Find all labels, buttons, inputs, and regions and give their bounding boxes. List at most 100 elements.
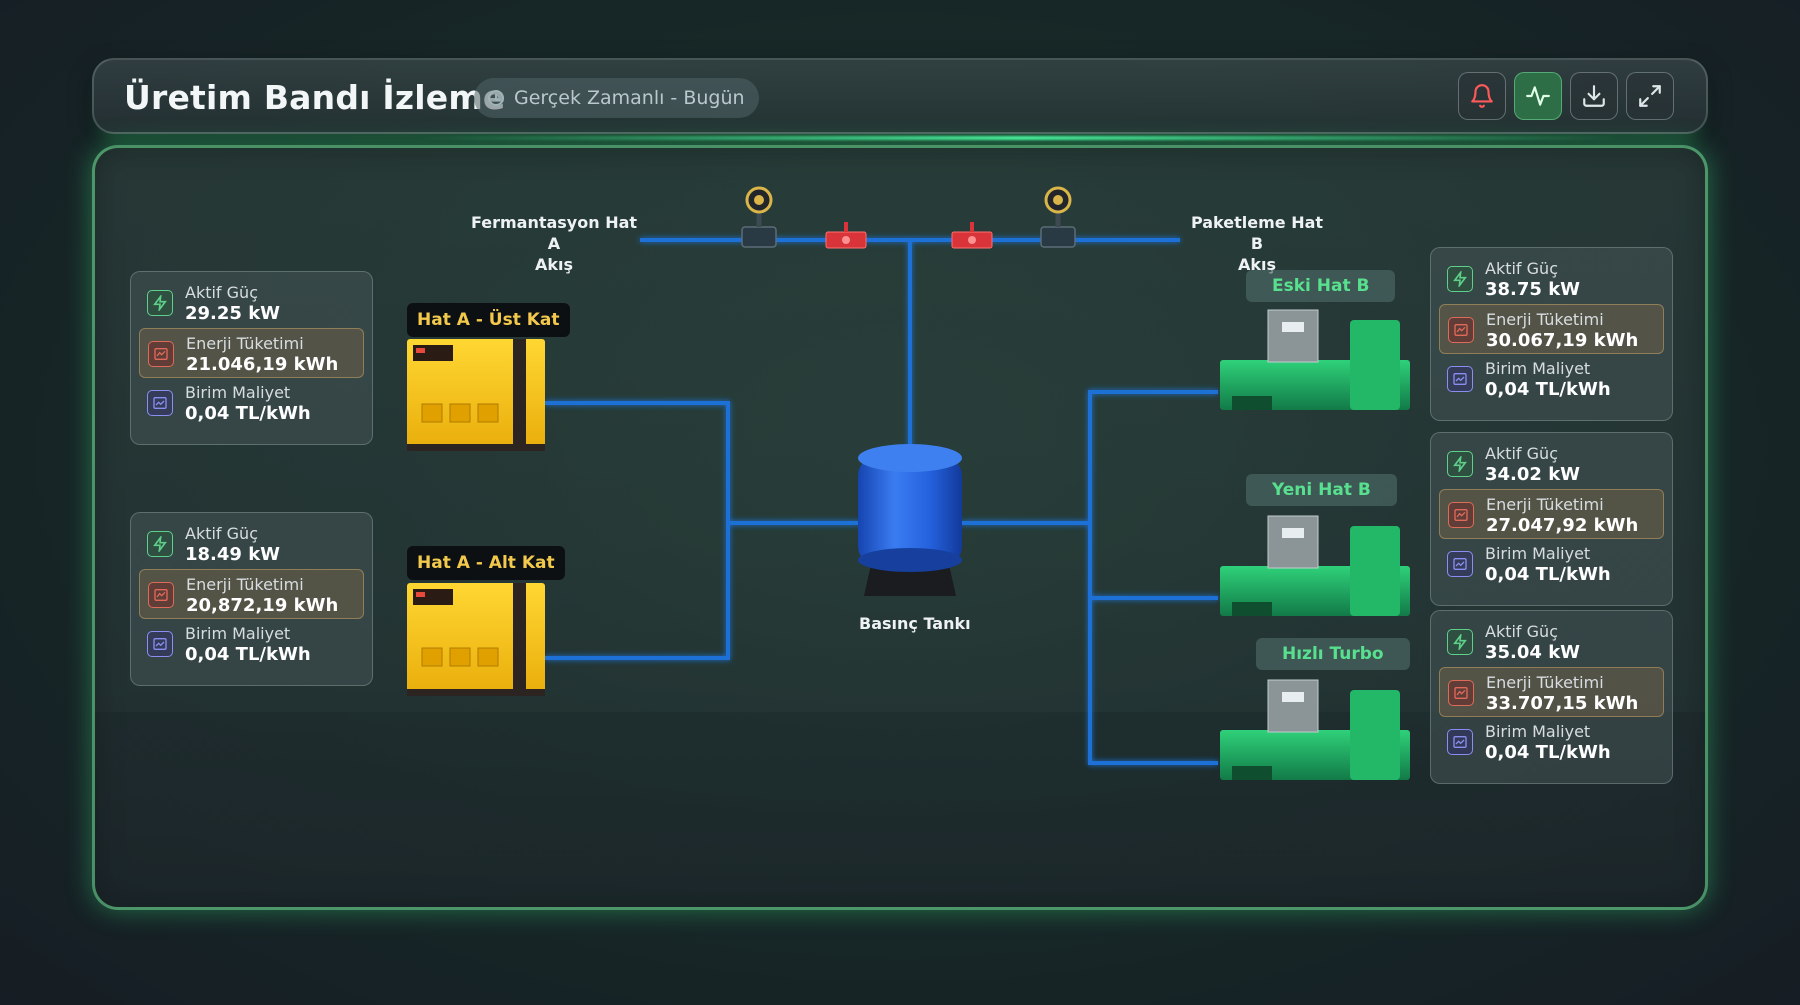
download-button[interactable] [1570,72,1618,120]
stat-label: Birim Maliyet [185,383,291,402]
download-icon [1583,85,1605,107]
stat-value: 27.047,92 kWh [1486,515,1639,536]
stat-label: Enerji Tüketimi [1486,495,1604,514]
stat-value: 30.067,19 kWh [1486,330,1639,351]
valve-right[interactable] [951,222,993,249]
stat-row-power: Aktif Güç 34.02 kW [1439,439,1664,489]
stat-label: Aktif Güç [1485,622,1558,641]
right-flow-label-line2: Akış [1237,255,1277,274]
left-flow-label: Fermantasyon Hat A Akış [470,212,638,275]
label-hat-a-lower: Hat A - Alt Kat [407,546,565,580]
cost-chart-icon [1447,729,1473,755]
machine-hizli-turbo[interactable] [1220,679,1410,780]
bolt-icon [1447,629,1473,655]
stat-value: 34.02 kW [1485,464,1581,485]
tank-label: Basınç Tankı [859,614,971,633]
stat-label: Aktif Güç [185,524,258,543]
cost-chart-icon [147,390,173,416]
left-flow-label-line1: Fermantasyon Hat A [470,213,638,253]
cost-chart-icon [1447,366,1473,392]
fullscreen-button[interactable] [1626,72,1674,120]
stat-card-hizli-turbo: Aktif Güç 35.04 kW Enerji Tüketimi 33.70… [1430,610,1673,784]
stat-row-cost: Birim Maliyet 0,04 TL/kWh [1439,539,1664,589]
stat-value: 20,872,19 kWh [186,595,339,616]
stat-label: Aktif Güç [185,283,258,302]
bolt-icon [1447,451,1473,477]
stat-value: 0,04 TL/kWh [1485,379,1611,400]
bell-icon [1471,84,1493,108]
stat-row-energy: Enerji Tüketimi 33.707,15 kWh [1439,667,1664,717]
stat-row-energy: Enerji Tüketimi 21.046,19 kWh [139,328,364,378]
stat-value: 35.04 kW [1485,642,1581,663]
label-eski-hat-b: Eski Hat B [1246,270,1396,302]
stat-row-power: Aktif Güç 18.49 kW [139,519,364,569]
bolt-icon [147,290,173,316]
stat-row-power: Aktif Güç 38.75 kW [1439,254,1664,304]
stat-label: Enerji Tüketimi [1486,310,1604,329]
cost-chart-icon [147,631,173,657]
cost-chart-icon [1447,551,1473,577]
right-manifold-pipe [1088,390,1218,765]
realtime-label: Gerçek Zamanlı - Bugün [514,87,745,109]
stat-value: 0,04 TL/kWh [185,644,311,665]
stat-row-energy: Enerji Tüketimi 30.067,19 kWh [1439,304,1664,354]
stat-value: 0,04 TL/kWh [1485,564,1611,585]
label-yeni-hat-b: Yeni Hat B [1246,474,1397,506]
stat-label: Aktif Güç [1485,259,1558,278]
stat-value: 18.49 kW [185,544,281,565]
stat-label: Enerji Tüketimi [186,334,304,353]
activity-button[interactable] [1514,72,1562,120]
machine-hat-a-upper[interactable] [407,339,545,451]
stat-row-cost: Birim Maliyet 0,04 TL/kWh [139,378,364,428]
flow-gauge-right[interactable] [1040,186,1076,248]
stat-label: Birim Maliyet [1485,359,1591,378]
clock-icon [488,90,504,106]
realtime-badge[interactable]: Gerçek Zamanlı - Bugün [474,78,759,118]
stat-card-yeni-hat-b: Aktif Güç 34.02 kW Enerji Tüketimi 27.04… [1430,432,1673,606]
energy-chart-icon [148,582,174,608]
stat-value: 29.25 kW [185,303,281,324]
stat-row-energy: Enerji Tüketimi 20,872,19 kWh [139,569,364,619]
machine-yeni-hat-b[interactable] [1220,515,1410,616]
machine-hat-a-lower[interactable] [407,583,545,696]
label-hizli-turbo: Hızlı Turbo [1256,638,1410,670]
expand-icon [1639,85,1661,107]
stat-label: Enerji Tüketimi [186,575,304,594]
stat-card-hat-a-lower: Aktif Güç 18.49 kW Enerji Tüketimi 20,87… [130,512,373,686]
stat-label: Enerji Tüketimi [1486,673,1604,692]
page-title: Üretim Bandı İzleme [124,78,506,117]
stat-value: 21.046,19 kWh [186,354,339,375]
stat-row-cost: Birim Maliyet 0,04 TL/kWh [139,619,364,669]
energy-chart-icon [1448,502,1474,528]
stat-row-cost: Birim Maliyet 0,04 TL/kWh [1439,354,1664,404]
stat-row-energy: Enerji Tüketimi 27.047,92 kWh [1439,489,1664,539]
valve-left[interactable] [825,222,867,249]
header-bar: Üretim Bandı İzleme Gerçek Zamanlı - Bug… [92,58,1708,134]
bolt-icon [147,531,173,557]
machine-eski-hat-b[interactable] [1220,309,1410,410]
energy-chart-icon [148,341,174,367]
stat-label: Birim Maliyet [185,624,291,643]
header-glow [420,136,1620,140]
bolt-icon [1447,266,1473,292]
stat-label: Aktif Güç [1485,444,1558,463]
pipe-network [545,238,1218,765]
flow-gauge-left[interactable] [741,186,777,248]
activity-icon [1526,86,1550,106]
stat-card-eski-hat-b: Aktif Güç 38.75 kW Enerji Tüketimi 30.06… [1430,247,1673,421]
pressure-tank[interactable] [858,444,962,596]
label-hat-a-upper: Hat A - Üst Kat [407,303,570,337]
stat-value: 0,04 TL/kWh [185,403,311,424]
energy-chart-icon [1448,680,1474,706]
right-flow-label: Paketleme Hat B Akış [1186,212,1328,275]
stat-row-cost: Birim Maliyet 0,04 TL/kWh [1439,717,1664,767]
stat-value: 33.707,15 kWh [1486,693,1639,714]
stat-label: Birim Maliyet [1485,722,1591,741]
stat-card-hat-a-upper: Aktif Güç 29.25 kW Enerji Tüketimi 21.04… [130,271,373,445]
right-flow-label-line1: Paketleme Hat B [1190,213,1324,253]
notifications-button[interactable] [1458,72,1506,120]
left-manifold-pipe [545,401,730,660]
stat-value: 0,04 TL/kWh [1485,742,1611,763]
stat-row-power: Aktif Güç 35.04 kW [1439,617,1664,667]
